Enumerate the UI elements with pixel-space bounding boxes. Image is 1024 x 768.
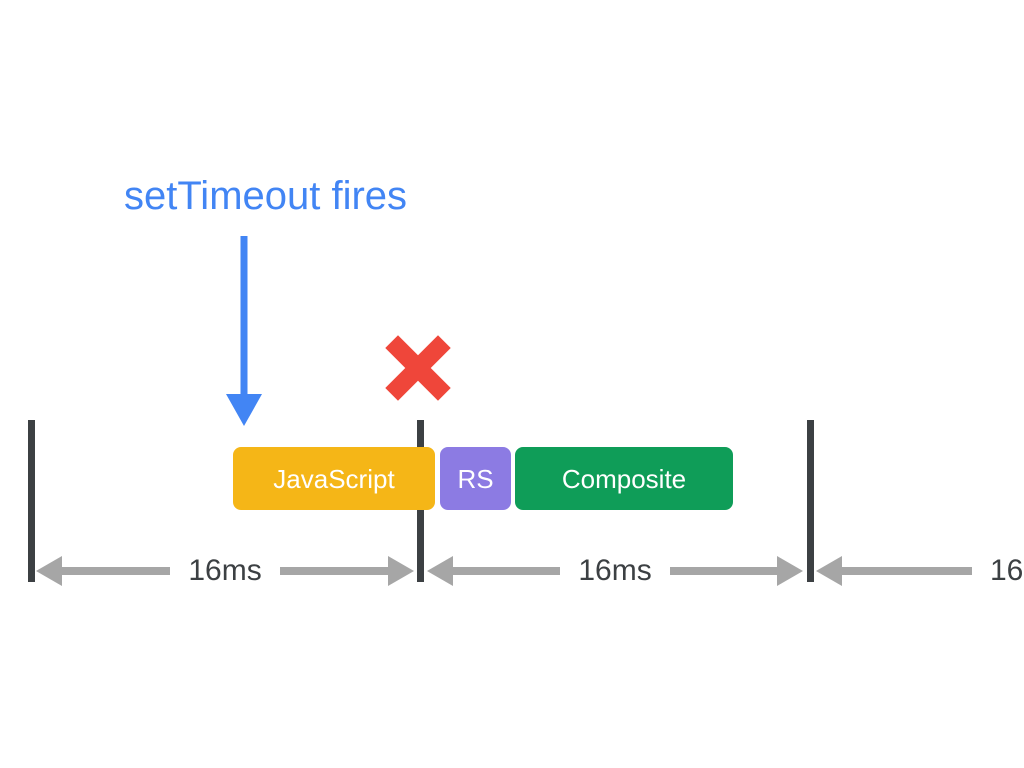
composite-block: Composite	[515, 447, 733, 510]
composite-block-label: Composite	[561, 463, 687, 494]
down-arrow-head	[226, 394, 262, 426]
settimeout-fires-label: setTimeout fires	[124, 174, 408, 218]
frame-boundary-tick-3	[807, 420, 814, 582]
x-mark-strokes	[385, 335, 451, 401]
arrow-shaft	[842, 567, 972, 575]
arrow-shaft	[279, 567, 389, 575]
frame-interval-measure-2: 16ms	[427, 554, 804, 587]
interval-label: 16ms	[188, 554, 262, 587]
arrow-shaft	[669, 567, 778, 575]
javascript-block-label: JavaScript	[273, 463, 395, 494]
interval-label: 16ms	[990, 554, 1024, 587]
down-arrow-shaft	[240, 236, 248, 402]
arrowhead-left-icon	[816, 556, 842, 586]
down-arrow-icon	[226, 236, 262, 426]
arrow-shaft	[62, 567, 171, 575]
frame-boundary-tick-1	[28, 420, 35, 582]
interval-label: 16ms	[578, 554, 652, 587]
arrowhead-left-icon	[36, 556, 62, 586]
frame-interval-measure-1: 16ms	[36, 554, 415, 587]
arrowhead-right-icon	[777, 556, 804, 586]
rs-block: RS	[440, 447, 511, 510]
rs-block-label: RS	[457, 463, 494, 494]
dropped-frame-x-icon	[385, 335, 451, 401]
javascript-block: JavaScript	[233, 447, 435, 510]
arrowhead-left-icon	[427, 556, 453, 586]
arrow-shaft	[453, 567, 561, 575]
frame-interval-measure-3: 16ms	[816, 556, 1024, 586]
arrowhead-right-icon	[388, 556, 415, 586]
